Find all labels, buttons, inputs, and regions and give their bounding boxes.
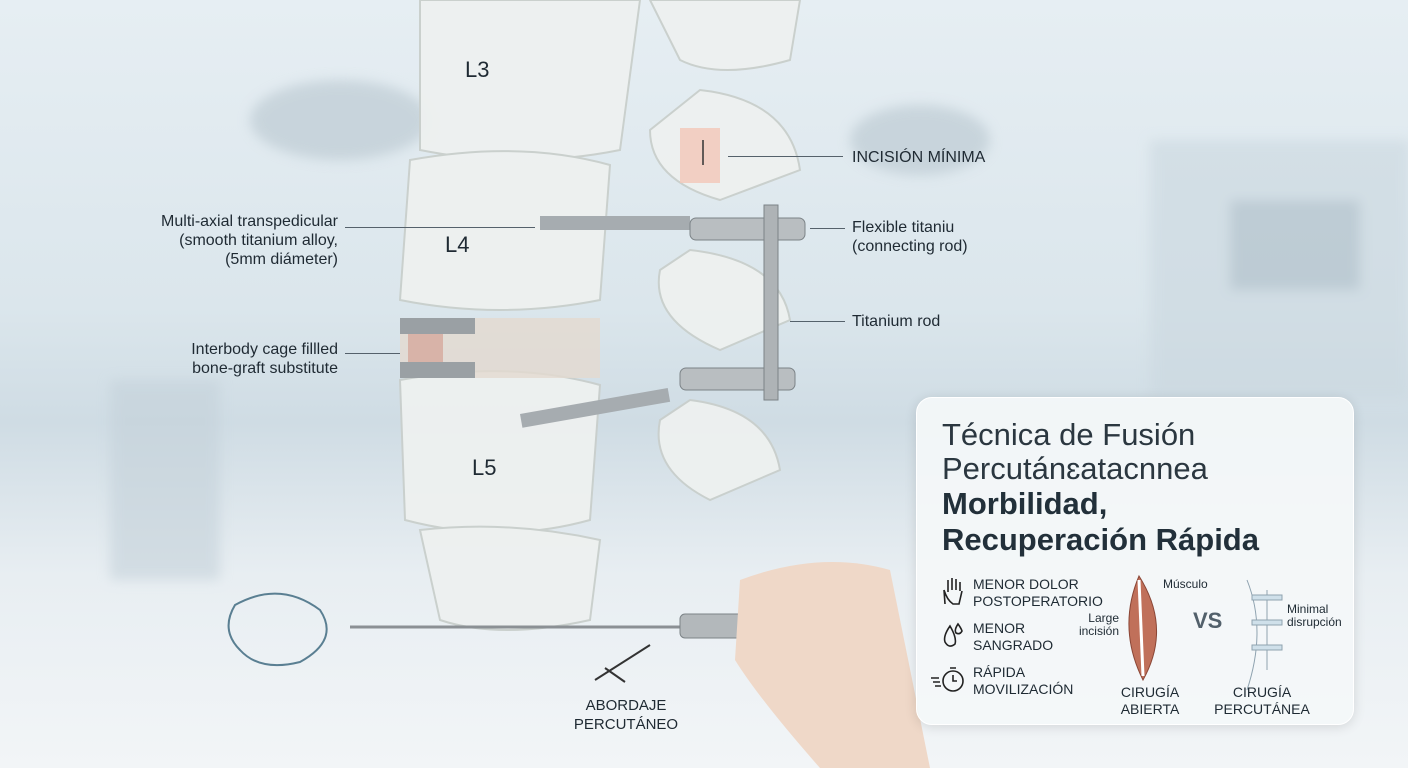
label-l3: L3 [465, 57, 490, 82]
percutaneous-spine-illustration [1246, 579, 1283, 691]
hand-icon [943, 578, 963, 605]
vs-label: VS [1193, 608, 1223, 633]
card-title-bold: Morbilidad, Recuperación Rápida [942, 486, 1259, 557]
callout-incision: INCISIÓN MÍNIMA [852, 149, 986, 166]
label-large-incision: Large incisión [1078, 611, 1119, 638]
callout-cage: Interbody cage fillled bone-graft substi… [191, 341, 338, 377]
label-minimal-disruption: Minimal disrupción [1287, 602, 1342, 629]
callout-screw: Multi-axial transpedicular (smooth titan… [161, 213, 338, 268]
label-musculo: Músculo [1163, 577, 1208, 591]
open-surgery-illustration [1128, 574, 1158, 682]
callout-flexible-rod: Flexible titaniu (connecting rod) [852, 219, 968, 255]
info-card: Técnica de Fusión Percutánɛatacnnea Morb… [916, 397, 1354, 725]
label-l4: L4 [445, 232, 470, 257]
callout-approach: ABORDAJE PERCUTÁNEO [573, 697, 679, 733]
stopwatch-icon [931, 667, 964, 692]
callout-titanium-rod: Titanium rod [852, 313, 941, 330]
drops-icon [943, 622, 963, 647]
caption-percutaneous-surgery: CIRUGÍA PERCUTÁNEA [1214, 684, 1310, 717]
card-title-light: Técnica de Fusión Percutánɛatacnnea [942, 417, 1208, 486]
label-l5: L5 [472, 455, 497, 480]
caption-open-surgery: CIRUGÍA ABIERTA [1120, 684, 1180, 717]
